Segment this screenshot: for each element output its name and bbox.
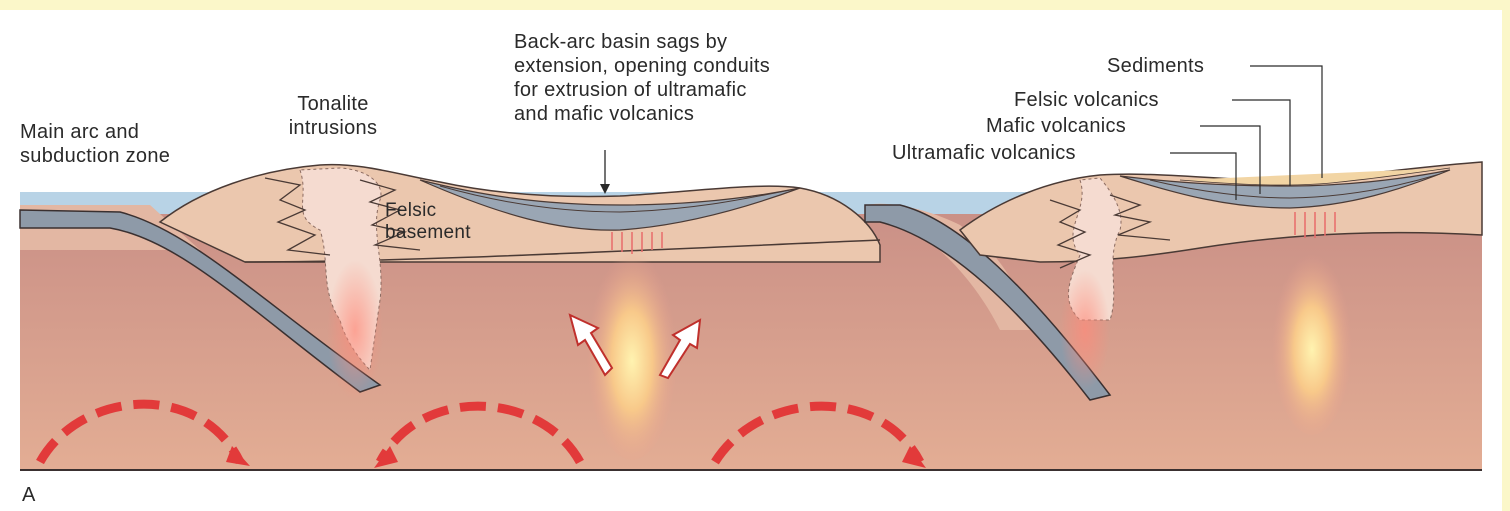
felsic-basement-label: Felsic basement: [385, 200, 471, 244]
tonalite-label-line1: Tonalite: [268, 92, 398, 116]
felsic-basement-line1: Felsic: [385, 200, 471, 222]
backarc-label-line4: and mafic volcanics: [514, 102, 770, 126]
leader-sediments: [1250, 66, 1322, 178]
backarc-label-line3: for extrusion of ultramafic: [514, 78, 770, 102]
felsic-volcanics-label: Felsic volcanics: [1014, 88, 1159, 112]
leader-felsic-volcanics: [1232, 100, 1290, 186]
tonalite-label: Tonalite intrusions: [268, 92, 398, 140]
tonalite-label-line2: intrusions: [268, 116, 398, 140]
melt-glow-left: [327, 260, 383, 400]
ultramafic-volcanics-label: Ultramafic volcanics: [892, 141, 1076, 165]
felsic-basement-line2: basement: [385, 222, 471, 244]
sediments-label: Sediments: [1107, 54, 1204, 78]
melt-glow-right: [1060, 270, 1110, 390]
mantle-upwelling-right: [1272, 245, 1352, 435]
main-arc-label-line2: subduction zone: [20, 144, 170, 168]
main-arc-label-line1: Main arc and: [20, 120, 170, 144]
backarc-label-line1: Back-arc basin sags by: [514, 30, 770, 54]
main-arc-label: Main arc and subduction zone: [20, 120, 170, 168]
backarc-label-line2: extension, opening conduits: [514, 54, 770, 78]
mafic-volcanics-label: Mafic volcanics: [986, 114, 1126, 138]
panel-label: A: [22, 483, 36, 507]
backarc-label: Back-arc basin sags by extension, openin…: [514, 30, 770, 126]
